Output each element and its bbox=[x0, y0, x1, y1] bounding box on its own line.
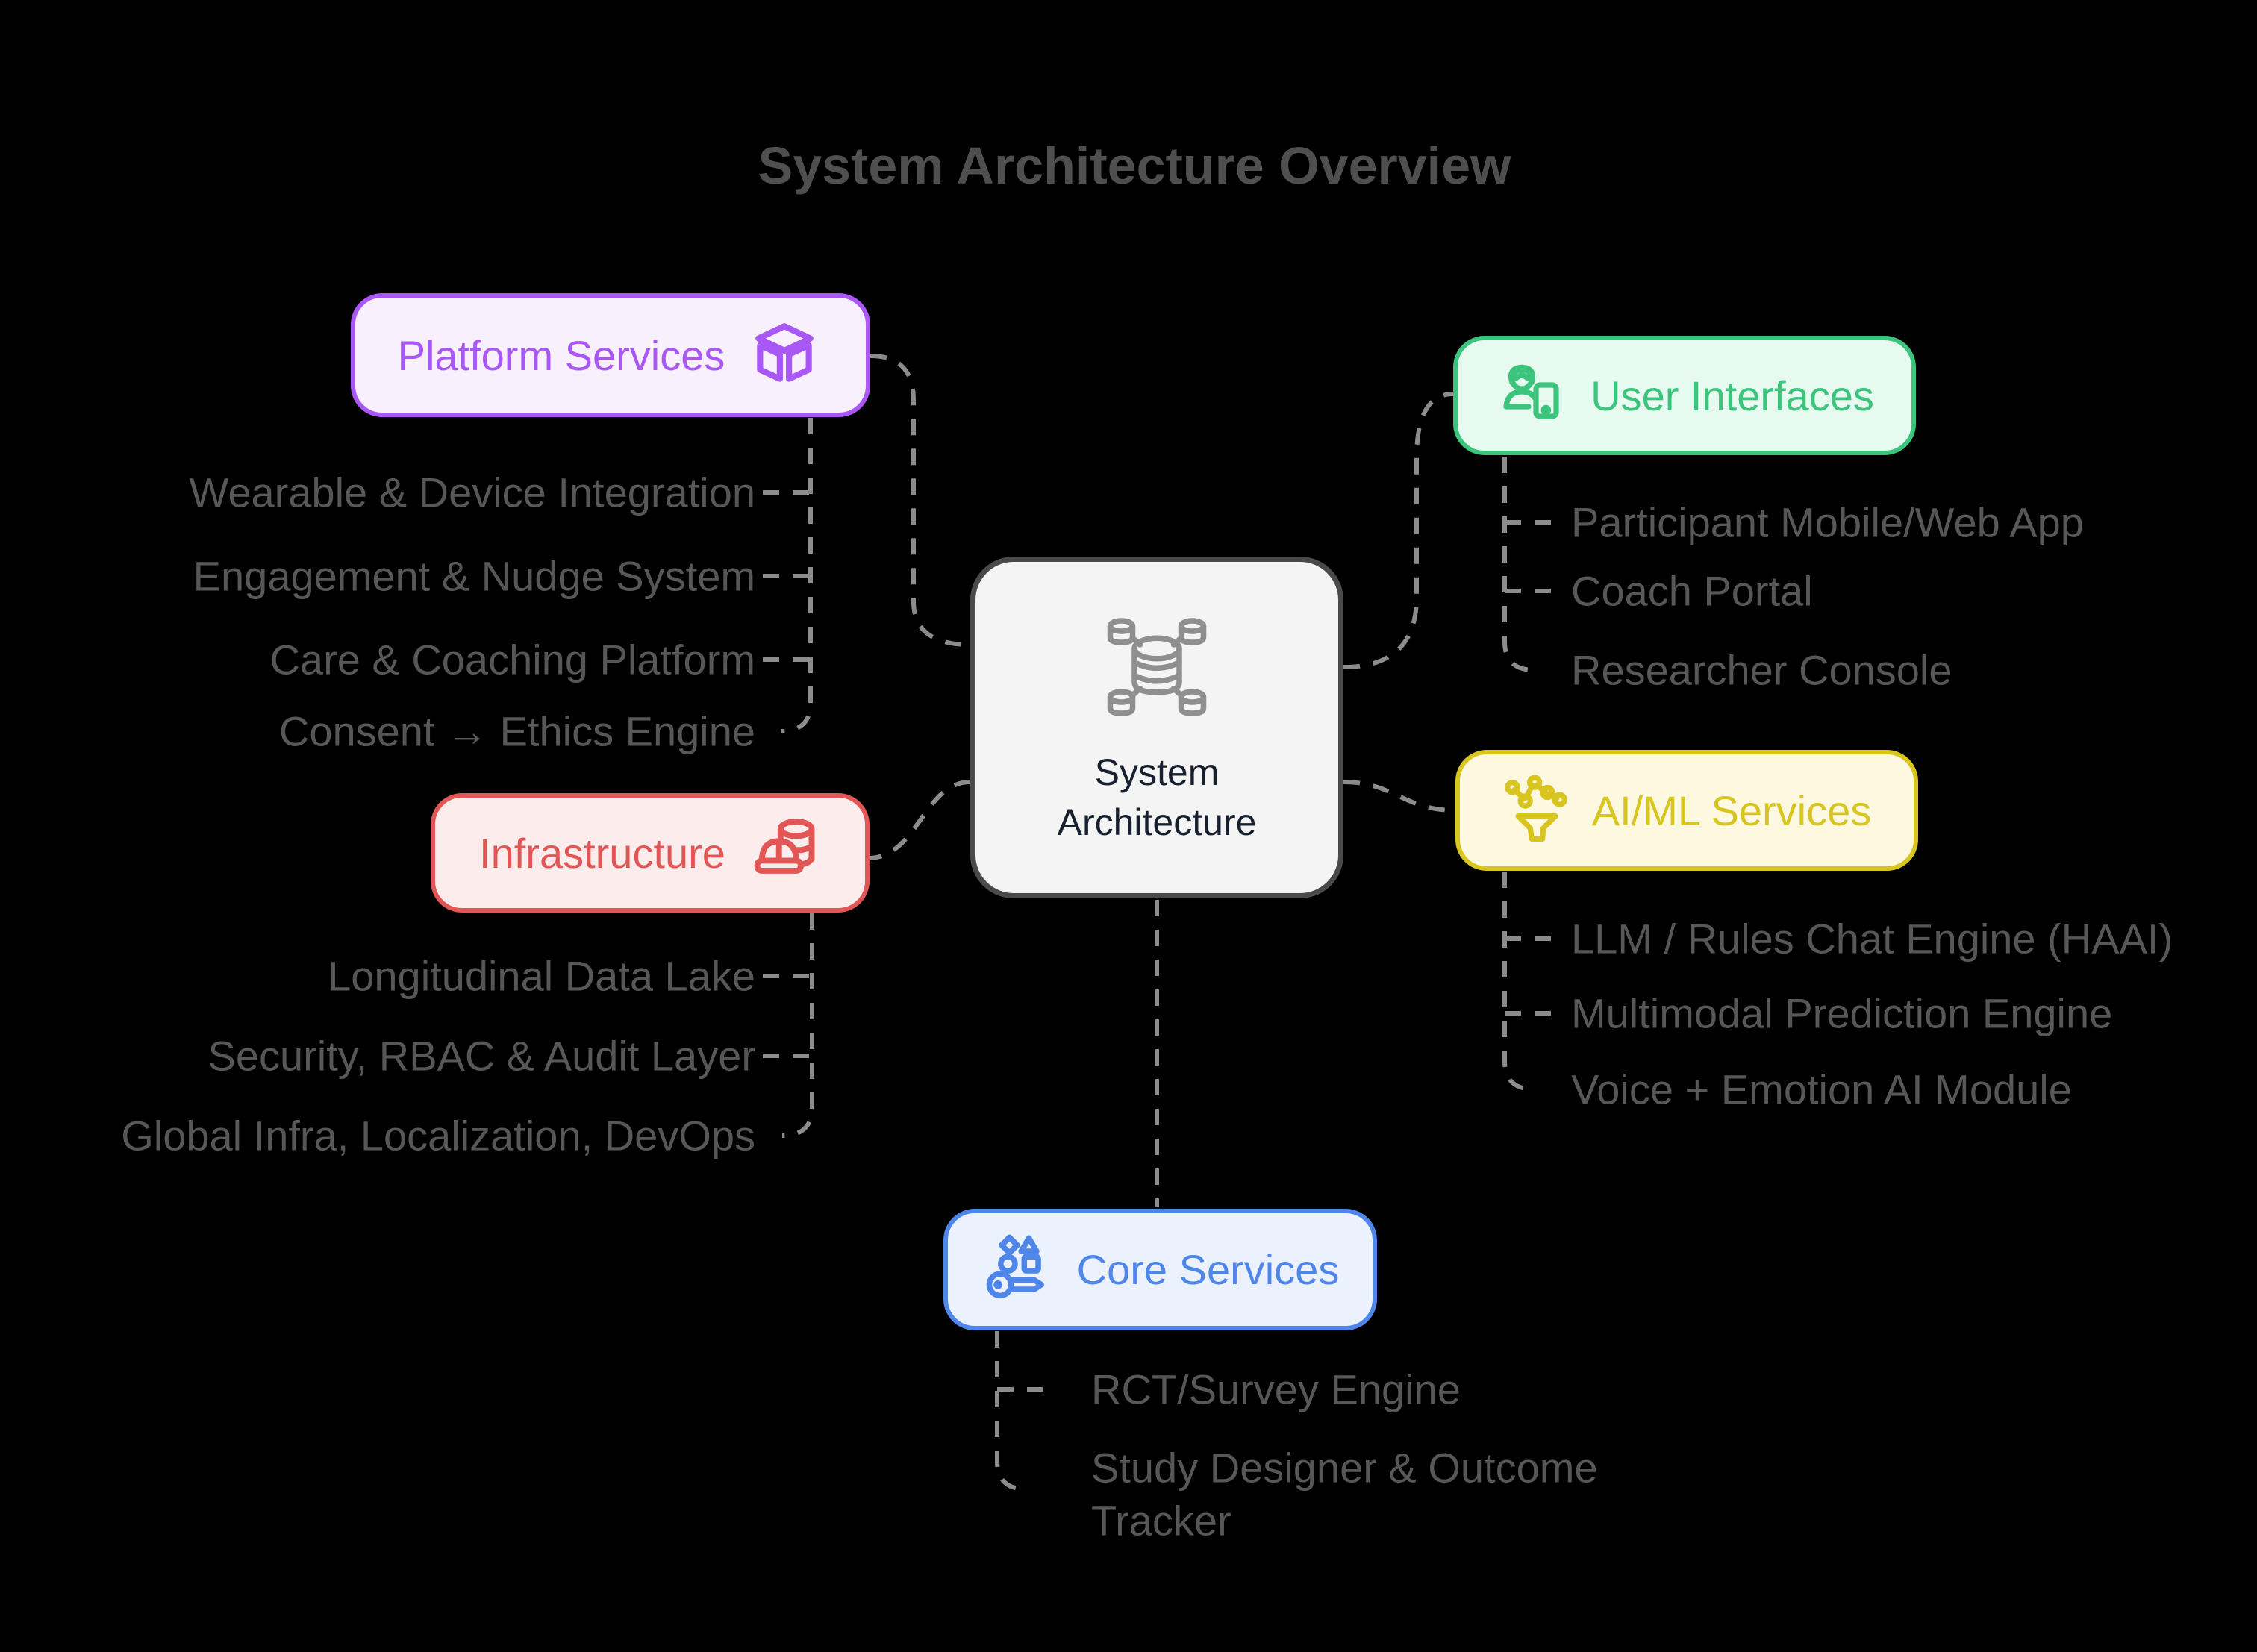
database-hardhat-icon bbox=[754, 819, 815, 874]
key-shapes-icon bbox=[986, 1234, 1044, 1298]
center-node-label: System Architecture bbox=[1057, 751, 1257, 844]
spine-core bbox=[995, 1331, 1028, 1492]
spine-ui bbox=[1502, 457, 1535, 672]
branch-label: Platform Services bbox=[397, 331, 725, 379]
branch-node-aiml-services: AI/ML Services bbox=[1455, 750, 1918, 871]
branch-item: Voice + Emotion AI Module bbox=[1571, 1066, 2072, 1113]
branch-item: Study Designer & Outcome Tracker bbox=[1091, 1444, 1598, 1544]
connector-center-ui bbox=[1343, 392, 1454, 669]
page-title: System Architecture Overview bbox=[758, 137, 1511, 195]
branch-item: Multimodal Prediction Engine bbox=[1571, 989, 2113, 1037]
branch-item: RCT/Survey Engine bbox=[1091, 1365, 1461, 1413]
branch-item: Security, RBAC & Audit Layer bbox=[207, 1032, 756, 1080]
branch-label: AI/ML Services bbox=[1591, 786, 1872, 834]
branch-item: Care & Coaching Platform bbox=[269, 636, 755, 683]
branch-node-core-services: Core Services bbox=[943, 1209, 1377, 1330]
branch-node-user-interfaces: User Interfaces bbox=[1453, 336, 1916, 455]
branch-item: Engagement & Nudge System bbox=[193, 552, 755, 600]
funnel-network-icon bbox=[1505, 775, 1567, 842]
center-node-system-architecture: System Architecture bbox=[970, 557, 1343, 898]
branch-item: LLM / Rules Chat Engine (HAAI) bbox=[1571, 915, 2173, 963]
branch-item: Researcher Console bbox=[1571, 646, 1952, 694]
branch-item: Participant Mobile/Web App bbox=[1571, 498, 2084, 546]
branch-label: User Interfaces bbox=[1590, 372, 1874, 419]
branch-item: Longitudinal Data Lake bbox=[328, 952, 755, 1000]
branch-item: Coach Portal bbox=[1571, 567, 1813, 615]
branch-label: Core Services bbox=[1076, 1246, 1340, 1293]
branch-item: Wearable & Device Integration bbox=[189, 469, 756, 516]
branch-item: Consent → Ethics Engine bbox=[278, 707, 755, 755]
branch-label: Infrastructure bbox=[479, 829, 725, 877]
person-device-icon bbox=[1503, 364, 1559, 419]
cube-icon bbox=[755, 323, 814, 382]
spine-infra bbox=[781, 913, 814, 1138]
spine-aiml bbox=[1502, 872, 1535, 1092]
branch-item: Global Infra, Localization, DevOps bbox=[121, 1112, 755, 1160]
database-cluster-icon bbox=[1107, 617, 1207, 716]
branch-node-platform-services: Platform Services bbox=[351, 293, 870, 417]
spine-platform bbox=[780, 418, 813, 733]
connector-platform-center bbox=[870, 354, 971, 647]
connector-center-aiml bbox=[1343, 780, 1456, 813]
connector-center-infra bbox=[869, 780, 971, 860]
branch-node-infrastructure: Infrastructure bbox=[431, 793, 870, 913]
